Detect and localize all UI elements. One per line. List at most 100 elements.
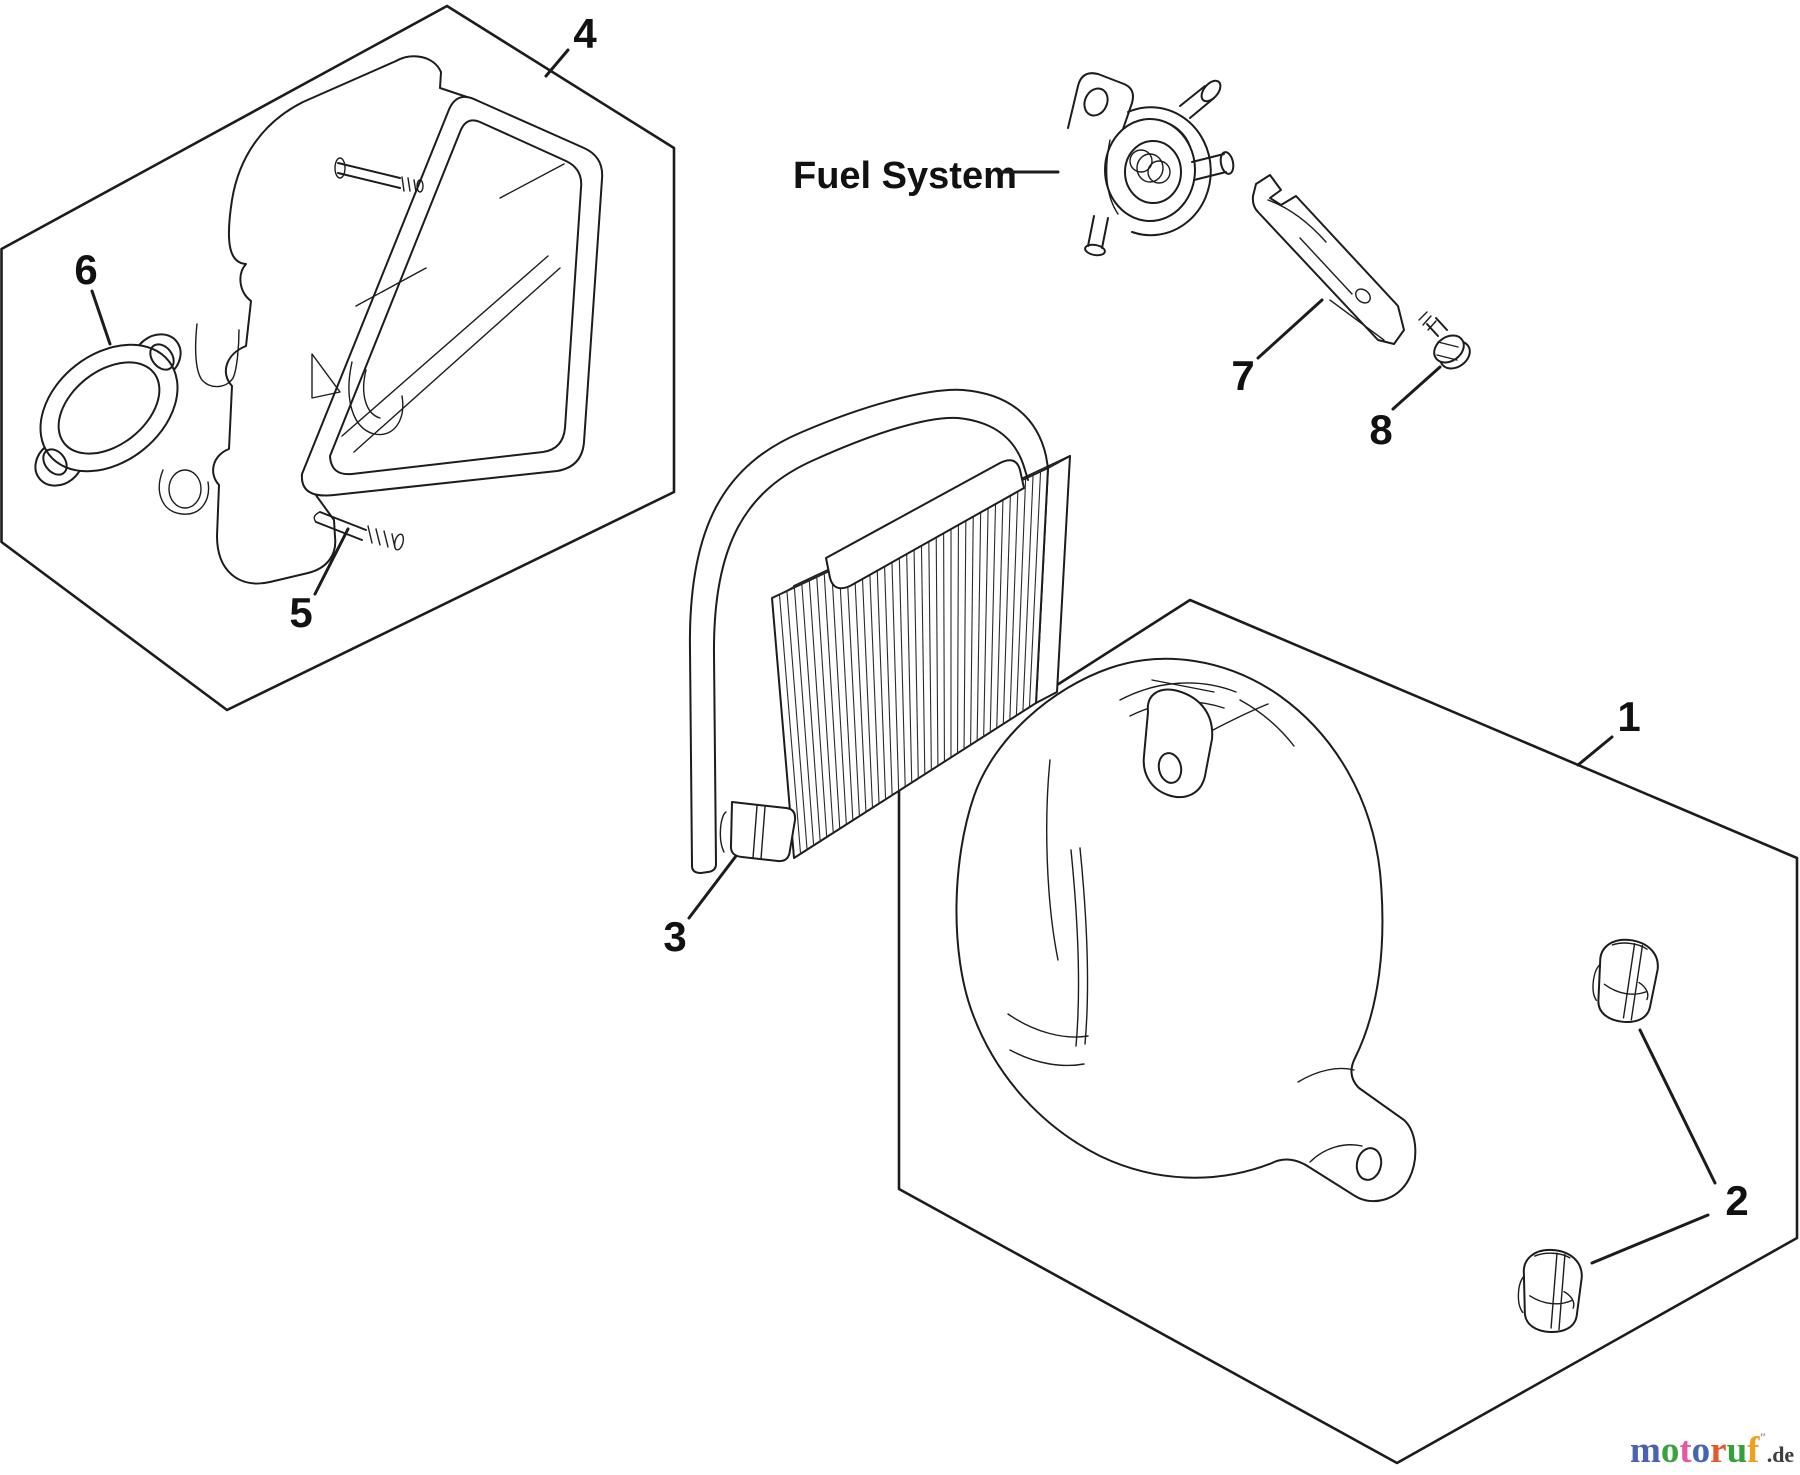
site-logo[interactable]: motoruf″.de bbox=[1630, 1430, 1794, 1471]
pleat-line bbox=[920, 527, 926, 775]
pump-flange bbox=[1127, 106, 1212, 237]
pleat-line bbox=[1022, 474, 1034, 712]
knob-slot-line bbox=[1630, 944, 1644, 1021]
housing-bracket-slot bbox=[194, 323, 240, 388]
screw-shank bbox=[1435, 317, 1448, 331]
nipple-line bbox=[1101, 217, 1109, 249]
fuel-pump bbox=[1067, 72, 1235, 257]
callout-6-leader bbox=[90, 289, 112, 346]
pleat-line bbox=[913, 530, 919, 779]
cover-recess-line bbox=[1119, 682, 1237, 701]
gasket-bolt-hole-bottom bbox=[42, 448, 68, 476]
callout-5-label: 5 bbox=[289, 589, 312, 636]
callout-4-label: 4 bbox=[573, 10, 597, 57]
element-handle-outer bbox=[688, 388, 1049, 867]
pleat-line bbox=[831, 569, 847, 826]
pleat-line bbox=[786, 590, 808, 851]
stud-thread bbox=[413, 179, 417, 193]
housing-detail-line bbox=[355, 267, 427, 307]
knob-slot-line bbox=[1622, 942, 1636, 1019]
pleat-line bbox=[816, 576, 834, 834]
element-handle-cap bbox=[691, 863, 717, 874]
stud-thread bbox=[401, 176, 405, 192]
pleat-line bbox=[883, 544, 893, 796]
knob-band bbox=[1603, 983, 1648, 995]
knob-flange bbox=[1592, 963, 1601, 1002]
pleat-line bbox=[846, 562, 860, 817]
screw-facet bbox=[1437, 341, 1459, 348]
pleat-top-line bbox=[1039, 459, 1062, 473]
cover-crease bbox=[1046, 759, 1059, 961]
bracket-fold-line bbox=[1329, 299, 1385, 341]
gasket-ring-inner bbox=[57, 361, 161, 455]
knob-slot-line bbox=[1550, 1252, 1558, 1329]
pleat-line bbox=[983, 495, 989, 738]
pleat-line bbox=[808, 579, 828, 838]
stud-shaft-line bbox=[319, 511, 367, 531]
housing-back-shell bbox=[212, 55, 477, 585]
housing-detail-line bbox=[499, 163, 565, 199]
bracket-fold-line bbox=[1267, 199, 1327, 243]
knob-outline bbox=[1597, 938, 1659, 1024]
mounting-stud-bottom bbox=[313, 511, 405, 551]
knob-slot-line bbox=[1558, 1253, 1566, 1331]
stud-shaft-line bbox=[337, 162, 401, 179]
pump-nipple-right bbox=[1191, 151, 1235, 181]
screw-facet bbox=[1436, 354, 1458, 361]
pleat-line bbox=[935, 520, 939, 767]
logo-word: motoruf″.de bbox=[1630, 1430, 1794, 1471]
cover-bottom-hole bbox=[1355, 1147, 1383, 1181]
pleat-line bbox=[778, 593, 802, 855]
pump-port-circle bbox=[1147, 160, 1171, 184]
mounting-screw bbox=[1418, 311, 1471, 370]
knob-hook bbox=[1563, 1290, 1575, 1309]
element-handle-inner bbox=[712, 416, 1029, 865]
pleat-line bbox=[976, 499, 982, 742]
screw-thread bbox=[1422, 315, 1432, 326]
housing-front-ring-inner bbox=[329, 119, 583, 476]
cover-center-crease bbox=[1070, 849, 1080, 1047]
pump-nipple-bottom bbox=[1084, 215, 1109, 257]
screw-thread bbox=[1418, 311, 1428, 321]
pleat-line bbox=[943, 516, 945, 763]
knob-outline bbox=[1522, 1248, 1583, 1333]
filter-pleats bbox=[778, 470, 1042, 855]
pleat-line bbox=[875, 548, 887, 800]
pleat-line bbox=[890, 541, 900, 792]
stud-end-cap bbox=[313, 511, 321, 523]
pleat-line bbox=[1028, 470, 1042, 708]
gasket-bolt-hole-top bbox=[149, 343, 175, 371]
stud-thread bbox=[383, 530, 389, 548]
air-cleaner-cover bbox=[955, 657, 1417, 1203]
fuel-system-label: Fuel System bbox=[793, 155, 1017, 197]
stud-thread bbox=[367, 525, 373, 544]
nipple-line bbox=[1191, 153, 1225, 163]
mounting-stud-top bbox=[334, 157, 424, 193]
nipple-line bbox=[1087, 215, 1095, 247]
stud-shaft-line bbox=[337, 172, 401, 189]
cover-top-hole bbox=[1157, 752, 1183, 784]
nipple-cap bbox=[1219, 151, 1235, 175]
housing-bracket-hole bbox=[168, 469, 202, 509]
stud-shaft-line bbox=[315, 521, 363, 541]
pump-seam bbox=[1159, 119, 1191, 147]
pleat-line bbox=[956, 509, 960, 754]
callout-1-leader bbox=[1576, 735, 1614, 767]
pleat-line bbox=[970, 502, 974, 746]
exhaust-gasket bbox=[34, 333, 182, 487]
pump-inner-ring bbox=[1124, 140, 1182, 204]
housing-bracket-lobe bbox=[158, 469, 210, 515]
pump-mounting-ear bbox=[1067, 72, 1134, 133]
cover-bottom-arc bbox=[1007, 1013, 1089, 1038]
cover-top-ear bbox=[1142, 688, 1214, 799]
nipple-cap bbox=[1200, 79, 1222, 103]
knob-band bbox=[1529, 1295, 1574, 1305]
element-foot-line bbox=[760, 806, 766, 860]
callout-8-leader bbox=[1391, 365, 1442, 411]
bracket-hole bbox=[1355, 288, 1371, 304]
knob-flange bbox=[1517, 1275, 1525, 1314]
nipple-line bbox=[1193, 171, 1227, 181]
pleat-line bbox=[823, 572, 841, 830]
pleat-line bbox=[898, 537, 906, 788]
stud-thread bbox=[375, 528, 381, 546]
